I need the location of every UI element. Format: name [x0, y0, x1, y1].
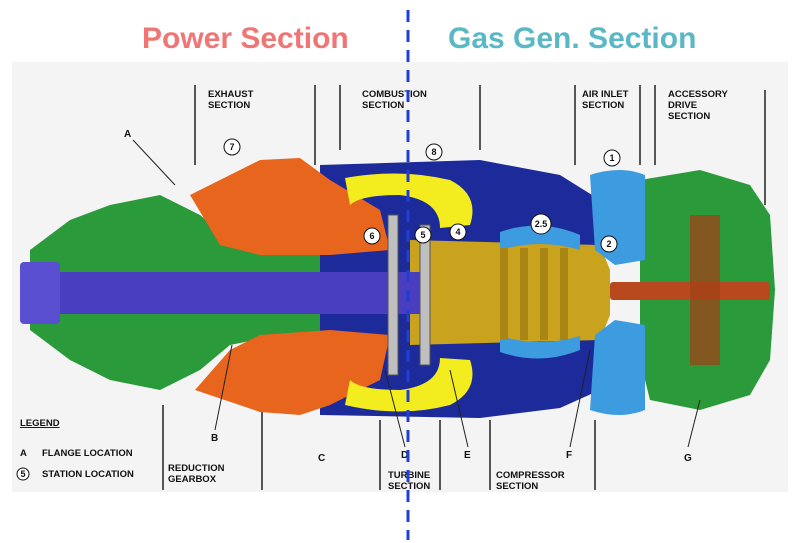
- compressor-label-2: SECTION: [496, 481, 538, 492]
- leader-lines: [132, 139, 701, 448]
- flange-letters: A B C D E F G: [124, 129, 692, 464]
- accessory-label-2: DRIVE: [668, 100, 697, 111]
- inlet-duct-lower: [500, 336, 580, 359]
- propeller-flange: [20, 262, 60, 324]
- station-8: 8: [425, 143, 443, 161]
- air-inlet-lower: [590, 320, 645, 415]
- legend-station-text: STATION LOCATION: [42, 469, 134, 480]
- legend-station-circle: [16, 467, 30, 481]
- exhaust-label-2: SECTION: [208, 100, 250, 111]
- compressor-stages: [500, 248, 568, 340]
- gas-gen-section-header: Gas Gen. Section: [448, 22, 697, 55]
- combustion-label-1: COMBUSTION: [362, 89, 427, 100]
- flange-c: C: [318, 453, 325, 464]
- flange-a: A: [124, 129, 131, 140]
- svg-text:2: 2: [606, 239, 611, 249]
- section-brackets: [162, 85, 766, 490]
- exhaust-lower: [195, 330, 390, 415]
- flange-e: E: [464, 450, 471, 461]
- power-shaft: [30, 272, 430, 314]
- flange-f: F: [566, 450, 572, 461]
- legend: LEGEND A FLANGE LOCATION 5 STATION LOCAT…: [16, 418, 134, 481]
- svg-text:4: 4: [455, 227, 460, 237]
- svg-text:8: 8: [431, 147, 436, 157]
- turbine-disks: [387, 214, 431, 376]
- legend-flange-text: FLANGE LOCATION: [42, 448, 133, 459]
- svg-text:2.5: 2.5: [535, 219, 548, 229]
- station-5: 5: [414, 226, 432, 244]
- reduction-label-2: GEARBOX: [168, 474, 217, 485]
- accessory-label-1: ACCESSORY: [668, 89, 728, 100]
- power-section-header: Power Section: [142, 22, 349, 55]
- inlet-duct-upper: [500, 225, 580, 250]
- compressor-rotor: [410, 240, 610, 345]
- air-inlet-upper: [590, 170, 645, 265]
- flange-g: G: [684, 453, 692, 464]
- air-inlet-label-1: AIR INLET: [582, 89, 629, 100]
- exhaust-upper: [190, 158, 390, 255]
- combustion-label-2: SECTION: [362, 100, 404, 111]
- turbine-label-2: SECTION: [388, 481, 430, 492]
- svg-text:5: 5: [420, 230, 425, 240]
- station-1: 1: [603, 149, 621, 167]
- legend-station-key: 5: [20, 469, 25, 479]
- station-6: 6: [363, 227, 381, 245]
- svg-text:6: 6: [369, 231, 374, 241]
- exhaust-label-1: EXHAUST: [208, 89, 254, 100]
- svg-text:7: 7: [229, 142, 234, 152]
- compressor-label-1: COMPRESSOR: [496, 470, 565, 481]
- station-2: 2: [600, 235, 618, 253]
- reduction-label-1: REDUCTION: [168, 463, 225, 474]
- flange-d: D: [401, 450, 408, 461]
- combustor-upper: [345, 173, 473, 228]
- accessory-gear: [690, 215, 720, 365]
- air-inlet-label-2: SECTION: [582, 100, 624, 111]
- combustor-lower: [345, 358, 473, 412]
- flange-b: B: [211, 433, 218, 444]
- station-4: 4: [449, 223, 467, 241]
- accessory-label-3: SECTION: [668, 111, 710, 122]
- svg-text:1: 1: [609, 153, 614, 163]
- legend-title: LEGEND: [20, 418, 60, 429]
- legend-flange-key: A: [20, 448, 27, 459]
- station-2-5: 2.5: [530, 213, 552, 235]
- station-7: 7: [223, 138, 241, 156]
- station-markers: 7 8 6 5 4 2.5 1 2: [223, 138, 621, 253]
